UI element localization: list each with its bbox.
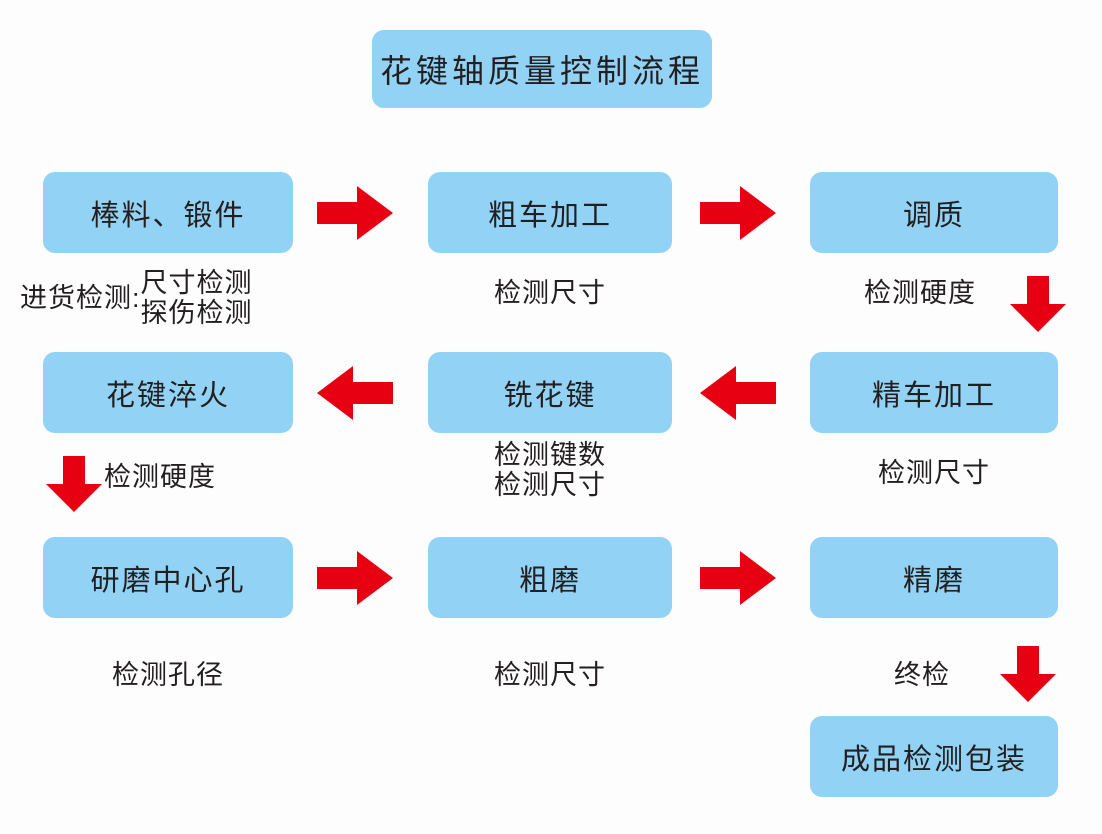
inspection-caption-hole-diameter: 检测孔径 bbox=[43, 660, 293, 690]
caption-lead-text: 进货检测: bbox=[20, 283, 141, 314]
process-box-label: 铣花键 bbox=[503, 379, 597, 412]
arrow-down-icon bbox=[1010, 276, 1066, 332]
caption-lines: 尺寸检测 探伤检测 bbox=[141, 268, 253, 328]
process-box-label: 棒料、锻件 bbox=[90, 199, 246, 232]
process-box-final-inspection-packaging[interactable]: 成品检测包装 bbox=[810, 716, 1058, 797]
process-box-bar-forging[interactable]: 棒料、锻件 bbox=[43, 172, 293, 253]
inspection-caption-hardness-1: 检测硬度 bbox=[864, 278, 976, 308]
inspection-caption-hardness-2: 检测硬度 bbox=[104, 462, 216, 492]
arrow-right-icon bbox=[700, 186, 776, 240]
arrow-left-icon bbox=[317, 366, 393, 420]
caption-line: 检测键数 bbox=[494, 440, 606, 470]
caption-line: 检测尺寸 bbox=[494, 470, 606, 501]
caption-line: 探伤检测 bbox=[140, 298, 253, 329]
arrow-down-icon bbox=[46, 456, 102, 512]
inspection-caption-spline-milling: 检测键数 检测尺寸 bbox=[428, 440, 672, 500]
caption-line: 检测尺寸 bbox=[494, 278, 606, 308]
process-box-spline-quenching[interactable]: 花键淬火 bbox=[43, 352, 293, 433]
caption-line: 终检 bbox=[894, 660, 950, 690]
process-box-label: 粗车加工 bbox=[487, 199, 612, 232]
process-box-finish-grinding[interactable]: 精磨 bbox=[810, 537, 1058, 618]
arrow-right-icon bbox=[317, 551, 393, 605]
inspection-caption-rough-turning: 检测尺寸 bbox=[428, 278, 672, 308]
caption-line: 检测硬度 bbox=[864, 278, 976, 308]
process-box-label: 精磨 bbox=[902, 564, 965, 597]
process-box-center-hole-grinding[interactable]: 研磨中心孔 bbox=[43, 537, 293, 618]
inspection-caption-rough-grinding: 检测尺寸 bbox=[428, 660, 672, 690]
caption-line: 检测尺寸 bbox=[494, 660, 606, 690]
process-box-spline-milling[interactable]: 铣花键 bbox=[428, 352, 672, 433]
caption-line: 尺寸检测 bbox=[140, 268, 253, 298]
inspection-caption-final-check: 终检 bbox=[894, 660, 950, 690]
caption-line: 检测尺寸 bbox=[878, 458, 990, 488]
caption-line: 检测硬度 bbox=[104, 462, 216, 492]
arrow-left-icon bbox=[700, 366, 776, 420]
process-box-rough-grinding[interactable]: 粗磨 bbox=[428, 537, 672, 618]
process-box-label: 花键淬火 bbox=[105, 379, 230, 412]
process-box-finish-turning[interactable]: 精车加工 bbox=[810, 352, 1058, 433]
page-title: 花键轴质量控制流程 bbox=[379, 53, 704, 89]
diagram-title-box: 花键轴质量控制流程 bbox=[372, 30, 712, 108]
process-box-label: 研磨中心孔 bbox=[90, 564, 246, 597]
process-box-rough-turning[interactable]: 粗车加工 bbox=[428, 172, 672, 253]
arrow-right-icon bbox=[700, 551, 776, 605]
process-box-label: 粗磨 bbox=[518, 564, 581, 597]
arrow-right-icon bbox=[317, 186, 393, 240]
inspection-caption-incoming: 进货检测: 尺寸检测 探伤检测 bbox=[20, 268, 253, 328]
inspection-caption-finish-turning: 检测尺寸 bbox=[810, 458, 1058, 488]
process-box-quench-temper[interactable]: 调质 bbox=[810, 172, 1058, 253]
process-box-label: 精车加工 bbox=[871, 379, 996, 412]
process-box-label: 调质 bbox=[902, 199, 965, 232]
arrow-down-icon bbox=[1000, 646, 1056, 702]
process-box-label: 成品检测包装 bbox=[840, 743, 1027, 776]
caption-line: 检测孔径 bbox=[112, 660, 224, 690]
